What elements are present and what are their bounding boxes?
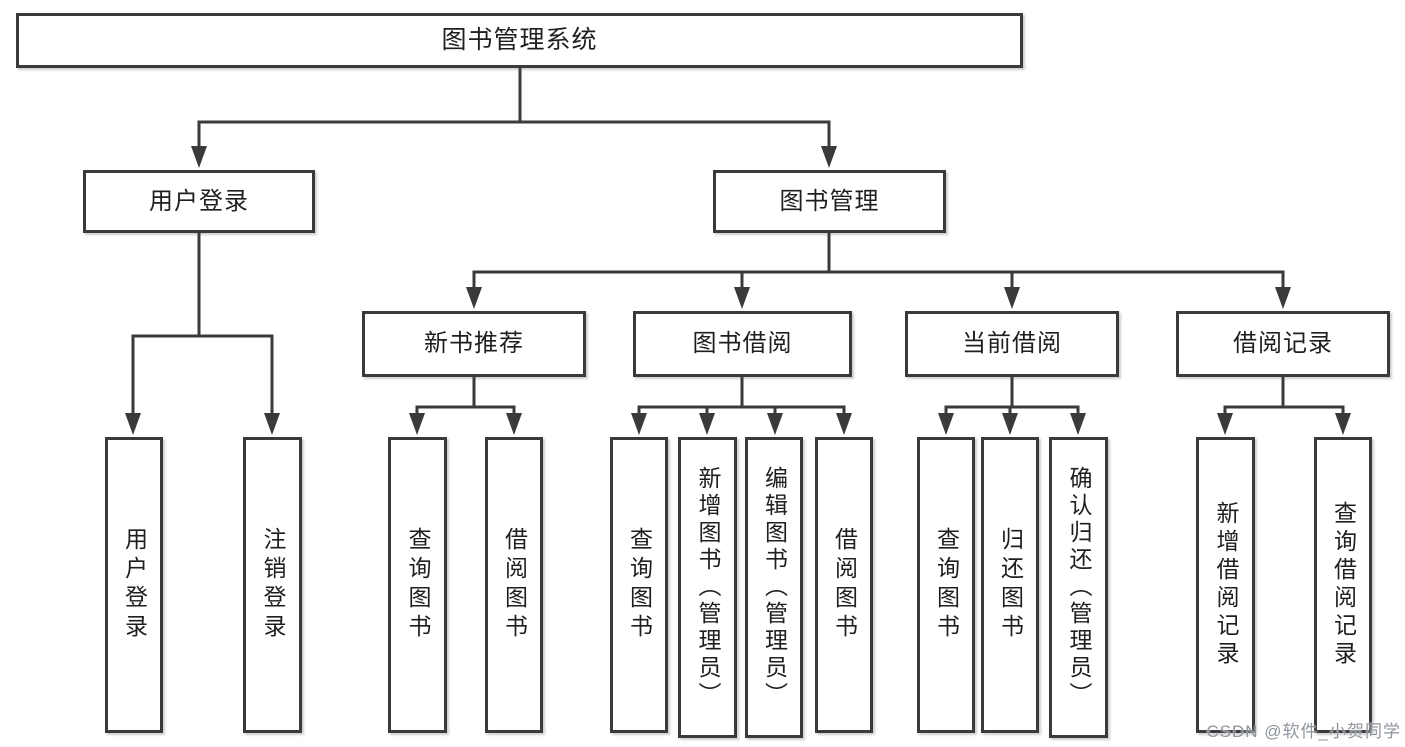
arrowhead [821, 146, 837, 168]
arrowhead [699, 413, 715, 435]
leaf-query-books-current: 查询图书 [917, 437, 975, 733]
leaf-query-books-recommend: 查询图书 [388, 437, 447, 733]
connector-book-management-to-level3 [466, 231, 1291, 309]
node-user-login: 用户登录 [83, 170, 315, 233]
arrowhead [631, 413, 647, 435]
arrowhead [506, 413, 522, 435]
arrowhead [767, 413, 783, 435]
leaf-user-login: 用户登录 [105, 437, 163, 733]
node-library-management-system: 图书管理系统 [16, 13, 1023, 68]
arrowhead [836, 413, 852, 435]
leaf-label: 注销登录 [260, 527, 286, 643]
node-label: 图书管理 [779, 187, 880, 215]
leaf-logout-login: 注销登录 [243, 437, 302, 733]
leaf-add-books-admin: 新增图书（管理员） [678, 437, 737, 738]
leaf-label: 查询图书 [626, 527, 653, 643]
node-label: 当前借阅 [962, 330, 1062, 357]
node-book-borrow: 图书借阅 [633, 311, 852, 377]
arrowhead [1002, 413, 1018, 435]
node-label: 图书管理系统 [441, 26, 598, 54]
arrowhead [1004, 287, 1020, 309]
connector-book-borrow-to-leaves [631, 375, 852, 435]
arrowhead [409, 413, 425, 435]
node-new-book-recommend: 新书推荐 [362, 311, 586, 377]
leaf-borrow-books-recommend: 借阅图书 [485, 437, 543, 733]
leaf-return-books: 归还图书 [981, 437, 1039, 733]
leaf-confirm-return-admin: 确认归还（管理员） [1049, 437, 1108, 738]
node-label: 用户登录 [149, 187, 249, 215]
leaf-label: 用户登录 [121, 527, 148, 643]
leaf-query-borrow-record: 查询借阅记录 [1314, 437, 1372, 733]
leaf-query-books-borrow: 查询图书 [610, 437, 668, 733]
node-borrow-records: 借阅记录 [1176, 311, 1390, 377]
leaf-edit-books-admin: 编辑图书（管理员） [745, 437, 803, 738]
arrowhead [191, 146, 207, 168]
leaf-label: 查询借阅记录 [1330, 501, 1357, 669]
arrowhead [125, 413, 141, 435]
arrowhead [734, 287, 750, 309]
arrowhead [938, 413, 954, 435]
leaf-borrow-books: 借阅图书 [815, 437, 873, 733]
arrowhead [466, 287, 482, 309]
node-label: 借阅记录 [1233, 330, 1333, 357]
connector-root-to-level2 [191, 64, 837, 168]
arrowhead [1275, 287, 1291, 309]
connector-user-login-to-leaves [125, 231, 280, 435]
leaf-label: 查询图书 [405, 527, 431, 643]
node-book-management: 图书管理 [713, 170, 946, 233]
node-label: 图书借阅 [692, 330, 793, 357]
arrowhead [1070, 413, 1086, 435]
leaf-label: 确认归还（管理员） [1066, 466, 1092, 709]
leaf-label: 查询图书 [933, 527, 960, 643]
node-current-borrow: 当前借阅 [905, 311, 1119, 377]
leaf-label: 借阅图书 [501, 527, 528, 643]
leaf-label: 新增借阅记录 [1213, 501, 1239, 669]
leaf-label: 新增图书（管理员） [695, 466, 721, 709]
leaf-label: 归还图书 [997, 527, 1024, 643]
csdn-watermark: CSDN @软件_小贺同学 [1206, 722, 1401, 741]
leaf-label: 借阅图书 [831, 527, 858, 643]
connector-new-book-recommend-to-leaves [409, 375, 522, 435]
arrowhead [264, 413, 280, 435]
arrowhead [1335, 413, 1351, 435]
leaf-label: 编辑图书（管理员） [761, 466, 788, 709]
arrowhead [1217, 413, 1233, 435]
leaf-add-borrow-record: 新增借阅记录 [1196, 437, 1255, 733]
node-label: 新书推荐 [424, 330, 524, 357]
connector-current-borrow-to-leaves [938, 375, 1086, 435]
connector-borrow-records-to-leaves [1217, 375, 1351, 435]
